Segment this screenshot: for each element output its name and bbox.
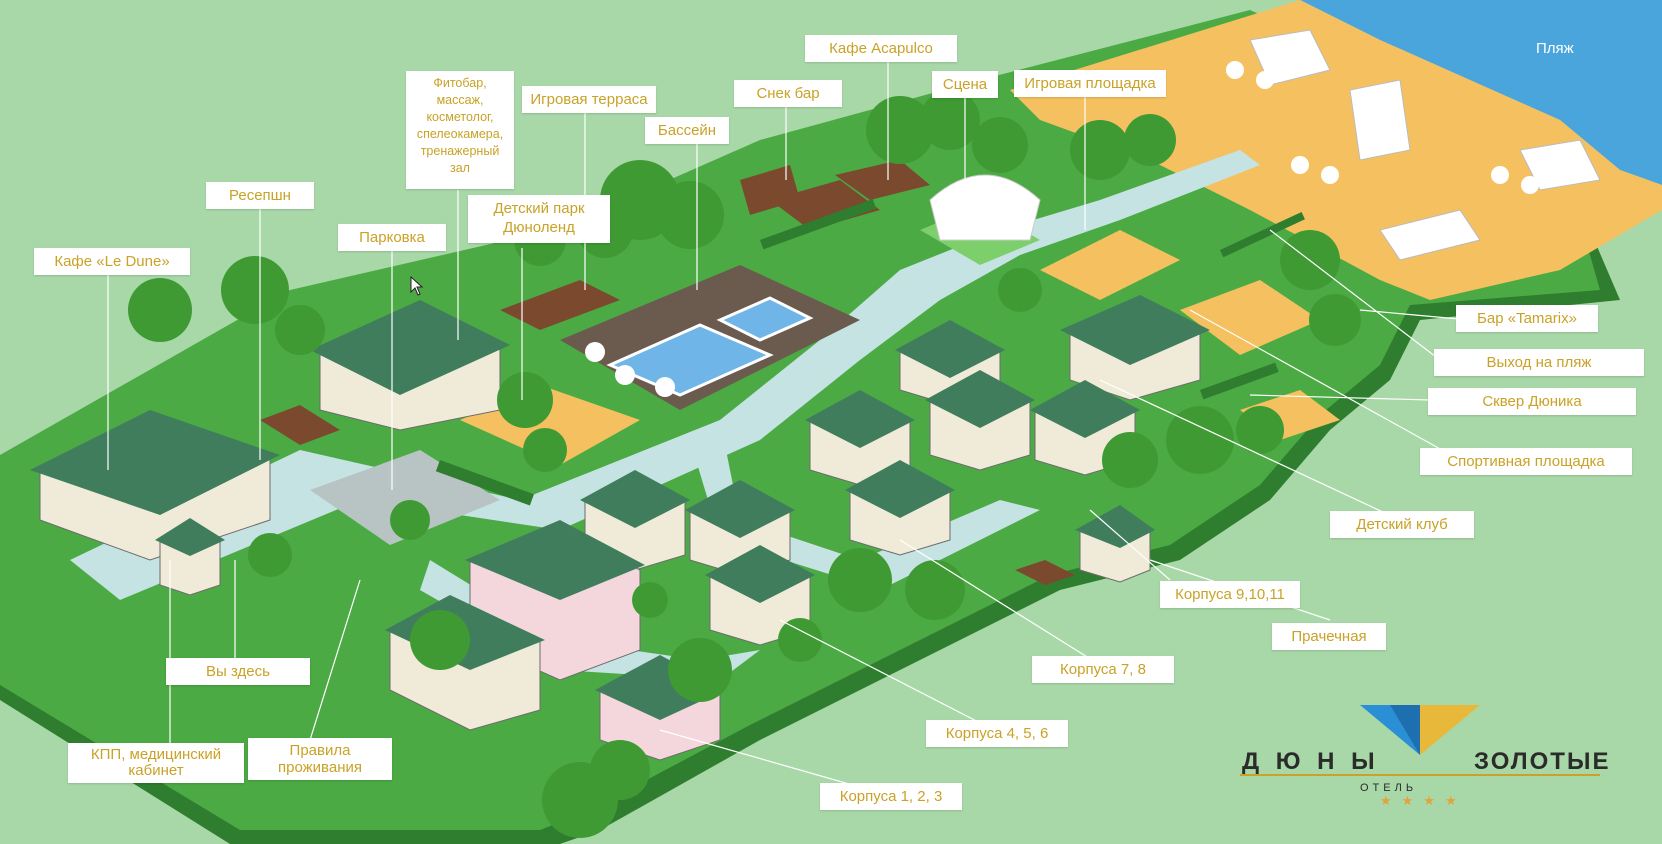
label-laundry[interactable]: Прачечная	[1272, 623, 1386, 650]
beach-structures	[1249, 29, 1601, 261]
label-rules[interactable]: Правила проживания	[248, 738, 392, 780]
label-stage[interactable]: Сцена	[932, 71, 998, 98]
label-bar-tamarix[interactable]: Бар «Tamarix»	[1456, 305, 1598, 332]
label-sports-ground[interactable]: Спортивная площадка	[1420, 448, 1632, 475]
label-kids-park[interactable]: Детский парк Дюноленд	[468, 195, 610, 243]
label-kids-club[interactable]: Детский клуб	[1330, 511, 1474, 538]
logo-left-word: Д Ю Н Ы	[1242, 748, 1380, 775]
label-checkpoint[interactable]: КПП, медицинский кабинет	[68, 743, 244, 783]
label-cafe-le-dune[interactable]: Кафе «Le Dune»	[34, 248, 190, 275]
logo-emblem	[1360, 705, 1480, 755]
label-buildings-1-3[interactable]: Корпуса 1, 2, 3	[820, 783, 962, 810]
beach-label: Пляж	[1536, 40, 1574, 57]
leader-lines	[107, 57, 1471, 791]
logo-subtitle: ОТЕЛЬ	[1360, 782, 1418, 794]
beach-sand	[1010, 0, 1662, 300]
roofs	[30, 295, 1210, 720]
label-cafe-acapulco[interactable]: Кафе Acapulco	[805, 35, 957, 62]
umbrellas	[585, 61, 1539, 397]
label-beach-exit[interactable]: Выход на пляж	[1434, 349, 1644, 376]
logo-stars: ★★★★	[1380, 794, 1467, 809]
label-buildings-9-11[interactable]: Корпуса 9,10,11	[1160, 581, 1300, 608]
playground-sand	[1040, 230, 1180, 300]
label-you-are-here[interactable]: Вы здесь	[166, 658, 310, 685]
sea-area	[1300, 0, 1662, 185]
logo-divider	[1240, 774, 1600, 776]
label-phytobar[interactable]: Фитобар, массаж, косметолог, спелеокамер…	[406, 71, 514, 189]
label-dunik-square[interactable]: Сквер Дюника	[1428, 388, 1636, 415]
hedges	[435, 198, 1305, 506]
label-buildings-4-6[interactable]: Корпуса 4, 5, 6	[926, 720, 1068, 747]
pool-small	[716, 296, 814, 342]
trees	[128, 90, 1361, 838]
label-playground[interactable]: Игровая площадка	[1014, 70, 1166, 97]
hotel-logo: Д Ю Н Ы ЗОЛОТЫЕ ОТЕЛЬ ★★★★	[1240, 700, 1610, 810]
logo-wordmark: Д Ю Н Ы ЗОЛОТЫЕ	[1242, 748, 1608, 776]
label-pool[interactable]: Бассейн	[645, 117, 729, 144]
label-reception[interactable]: Ресепшн	[206, 182, 314, 209]
label-parking[interactable]: Парковка	[338, 224, 446, 251]
sports-sand	[1180, 280, 1320, 355]
logo-right-word: ЗОЛОТЫЕ	[1474, 748, 1611, 775]
mouse-cursor-icon	[410, 276, 424, 296]
label-snack-bar[interactable]: Снек бар	[734, 80, 842, 107]
stage-tent	[929, 174, 1041, 241]
canopies	[260, 160, 1075, 585]
label-play-terrace[interactable]: Игровая терраса	[522, 86, 656, 113]
label-buildings-7-8[interactable]: Корпуса 7, 8	[1032, 656, 1174, 683]
